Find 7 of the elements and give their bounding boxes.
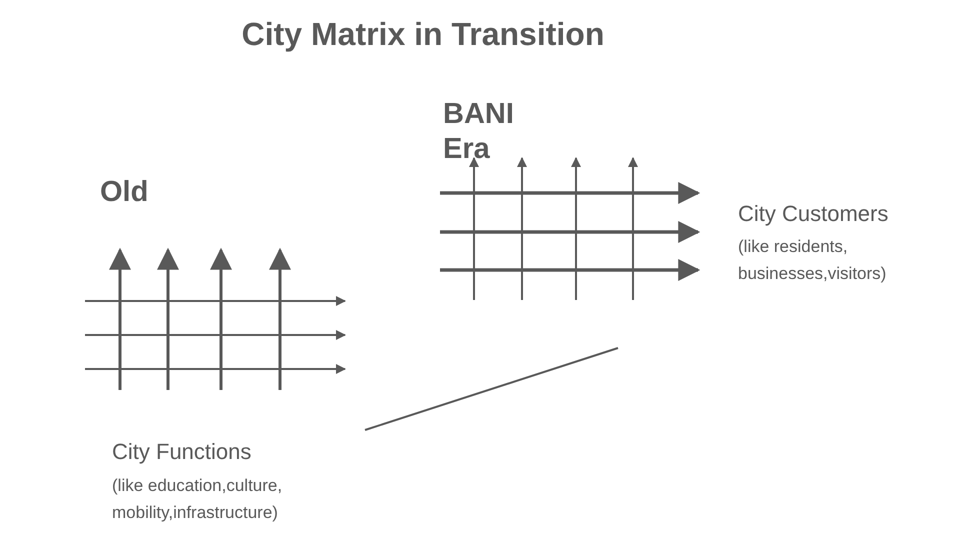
axis-label: City Customers (738, 201, 888, 228)
panel-heading: Old (100, 175, 148, 210)
axis-note: (like education,culture, mobility,infrastructure) (112, 475, 284, 524)
panel-heading: BANI Era (443, 97, 515, 168)
axis-label: City Functions (112, 439, 252, 466)
title: City Matrix in Transition (240, 15, 606, 54)
axis-note: (like residents, businesses,visitors) (738, 236, 888, 286)
